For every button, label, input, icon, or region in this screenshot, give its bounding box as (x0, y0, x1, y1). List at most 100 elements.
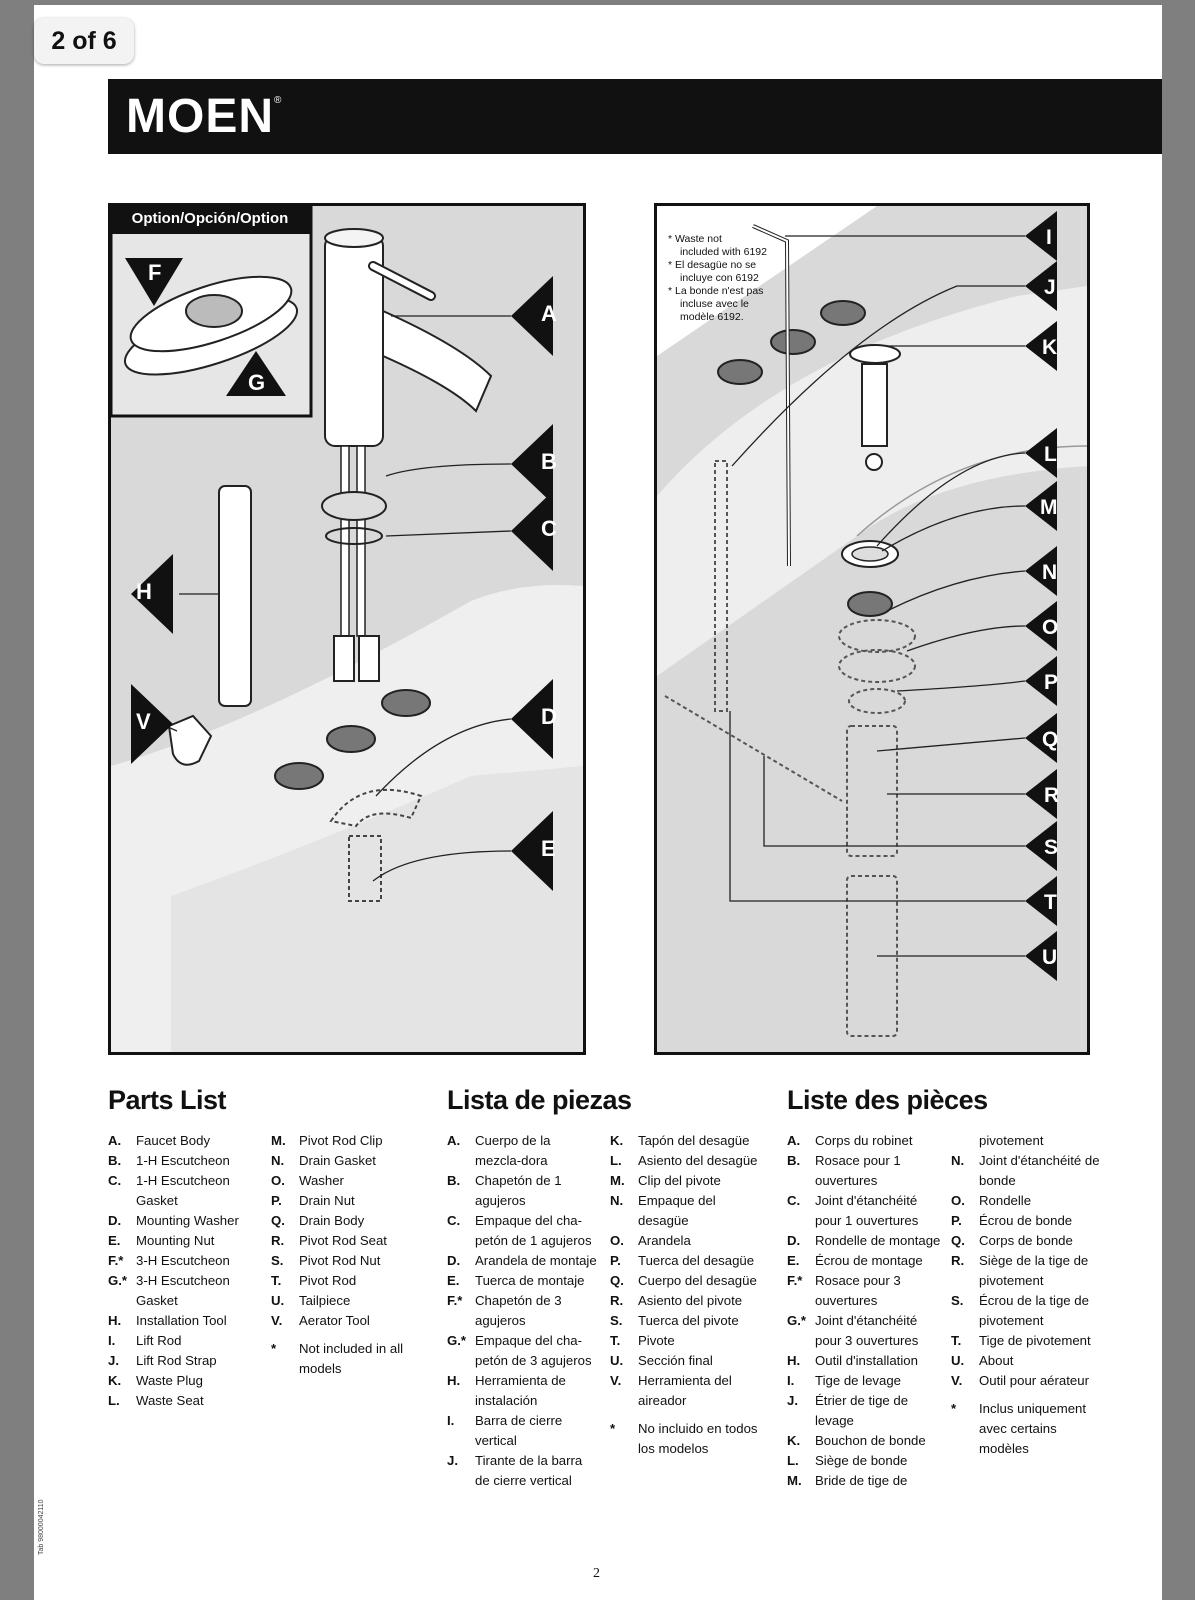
item-value: Barra de cierre vertical (475, 1413, 563, 1448)
item-key: E. (108, 1233, 121, 1248)
item-key: L. (610, 1153, 622, 1168)
list-item: M.Clip del pivote (610, 1171, 768, 1191)
callout-label-T: T (1044, 891, 1057, 914)
item-key: N. (951, 1153, 965, 1168)
callout-label-C: C (541, 516, 557, 541)
page-counter-badge: 2 of 6 (34, 18, 134, 64)
list-item: D.Rondelle de montage (787, 1231, 943, 1251)
item-value: Siège de la tige de pivotement (979, 1253, 1089, 1288)
item-value: Empaque del cha-petón de 3 agujeros (475, 1333, 592, 1368)
item-value: Drain Nut (299, 1193, 355, 1208)
note-line: incluye con 6192 (680, 272, 759, 284)
list-item (610, 1411, 768, 1419)
item-value: Asiento del pivote (638, 1293, 743, 1308)
item-key: H. (447, 1373, 461, 1388)
list-item: G.*Joint d'étanchéité pour 3 ouvertures (787, 1311, 943, 1351)
item-key: S. (271, 1253, 284, 1268)
list-item: A.Faucet Body (108, 1131, 268, 1151)
list-item: E.Mounting Nut (108, 1231, 268, 1251)
list-item: C.Empaque del cha-petón de 1 agujeros (447, 1211, 599, 1251)
item-value: Mounting Washer (136, 1213, 239, 1228)
callout-label-Q: Q (1042, 728, 1059, 751)
item-value: Bride de tige de (815, 1473, 908, 1488)
item-value: Lift Rod (136, 1333, 182, 1348)
list-item: F.*Chapetón de 3 agujeros (447, 1291, 599, 1331)
item-value: Inclus uniquement avec certains modèles (979, 1401, 1087, 1456)
callout-label-N: N (1042, 561, 1058, 584)
item-value: Écrou de montage (815, 1253, 923, 1268)
item-value (979, 1391, 1109, 1399)
item-value: 3-H Escutcheon Gasket (136, 1273, 230, 1308)
item-key (271, 1331, 299, 1339)
item-value: Asiento del desagüe (638, 1153, 758, 1168)
item-key: M. (271, 1133, 286, 1148)
item-key (951, 1391, 979, 1399)
note-line: modèle 6192. (680, 311, 744, 323)
item-key: G.* (108, 1273, 128, 1288)
item-value: 3-H Escutcheon (136, 1253, 230, 1268)
list-item: O.Washer (271, 1171, 431, 1191)
list-item: Q.Corps de bonde (951, 1231, 1109, 1251)
registered-mark: ® (274, 95, 283, 106)
callout-label-A: A (541, 301, 557, 326)
list-item: V.Outil pour aérateur (951, 1371, 1109, 1391)
callout-label-E: E (541, 836, 556, 861)
item-value: Chapetón de 3 agujeros (475, 1293, 562, 1328)
item-key: B. (447, 1173, 461, 1188)
item-value: Joint d'étanchéité pour 3 ouvertures (815, 1313, 919, 1348)
list-item: O.Rondelle (951, 1191, 1109, 1211)
item-key: D. (447, 1253, 461, 1268)
callout-label-F: F (148, 260, 162, 285)
item-key: K. (610, 1133, 624, 1148)
list-item: * Inclus uniquement avec certains modèles (951, 1399, 1109, 1459)
item-key: I. (108, 1333, 116, 1348)
list-item: P.Drain Nut (271, 1191, 431, 1211)
item-value: Tuerca del pivote (638, 1313, 739, 1328)
parts-list-title: Lista de piezas (447, 1085, 632, 1115)
item-value: Lift Rod Strap (136, 1353, 217, 1368)
item-value: Cuerpo de la mezcla-dora (475, 1133, 551, 1168)
list-item (271, 1331, 431, 1339)
item-key: T. (271, 1273, 282, 1288)
drain-illustration (657, 206, 1087, 1052)
list-item: J.Lift Rod Strap (108, 1351, 268, 1371)
item-key: C. (108, 1173, 122, 1188)
item-key: * (271, 1341, 277, 1356)
item-value: Tapón del desagüe (638, 1133, 750, 1148)
list-item: E.Écrou de montage (787, 1251, 943, 1271)
item-value: Chapetón de 1 agujeros (475, 1173, 562, 1208)
item-key: L. (108, 1393, 120, 1408)
list-item: H.Herramienta de instalación (447, 1371, 599, 1411)
list-item: D.Arandela de montaje (447, 1251, 599, 1271)
list-item: S. Tuerca del pivote (610, 1311, 768, 1331)
item-value: Cuerpo del desagüe (638, 1273, 757, 1288)
list-item (951, 1391, 1109, 1399)
item-key: S. (610, 1313, 623, 1328)
list-item: C.Joint d'étanchéité pour 1 ouvertures (787, 1191, 943, 1231)
parts-list-title: Liste des pièces (787, 1085, 988, 1115)
item-key: L. (787, 1453, 799, 1468)
list-item: *Not included in all models (271, 1339, 431, 1379)
list-item: A.Cuerpo de la mezcla-dora (447, 1131, 599, 1171)
item-key: * (951, 1401, 957, 1416)
list-item: C.1-H Escutcheon Gasket (108, 1171, 268, 1211)
item-value: Corps du robinet (815, 1133, 913, 1148)
item-key: J. (447, 1453, 458, 1468)
item-key: D. (787, 1233, 801, 1248)
item-value: Washer (299, 1173, 344, 1188)
parts-list-title: Parts List (108, 1085, 227, 1115)
item-value: Pivot Rod Clip (299, 1133, 383, 1148)
note-line: incluse avec le (680, 298, 749, 310)
item-key: U. (951, 1353, 965, 1368)
item-key (951, 1131, 979, 1151)
list-item: K.Bouchon de bonde (787, 1431, 943, 1451)
callout-label-R: R (1044, 784, 1060, 807)
item-key: N. (610, 1193, 624, 1208)
list-item: pivotement (951, 1131, 1109, 1151)
list-item: F.*Rosace pour 3 ouvertures (787, 1271, 943, 1311)
list-item: L.Waste Seat (108, 1391, 268, 1411)
list-item: H.Installation Tool (108, 1311, 268, 1331)
item-value: No incluido en todos los modelos (638, 1421, 758, 1456)
item-key: C. (787, 1193, 801, 1208)
